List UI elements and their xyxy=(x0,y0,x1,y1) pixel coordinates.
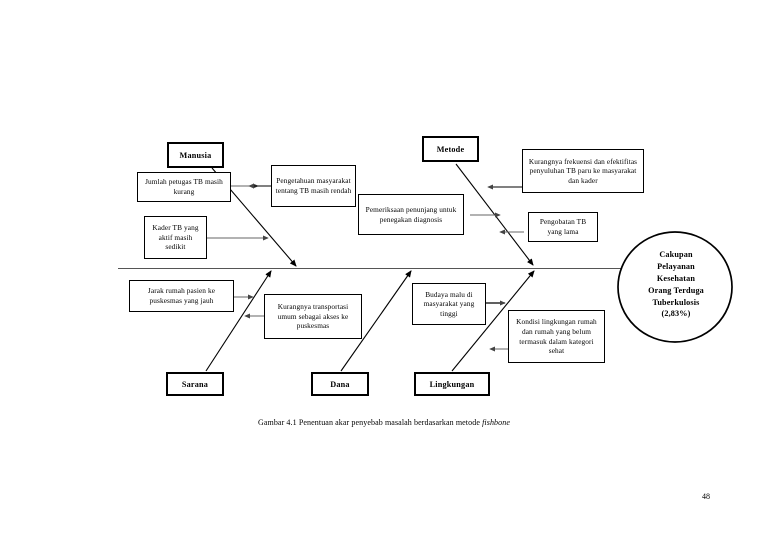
cause-label-budaya-malu: Budaya malu di masyarakat yang tinggi xyxy=(423,289,475,318)
cause-box-kondisi-lingkungan[interactable]: Kondisi lingkungan rumah dan rumah yang … xyxy=(508,310,605,363)
cause-label-pemeriksaan: Pemeriksaan penunjang untuk penegakan di… xyxy=(365,204,457,224)
page-number: 48 xyxy=(702,492,710,501)
cause-label-jumlah-petugas: Jumlah petugas TB masih kurang xyxy=(145,177,223,196)
effect-ellipse xyxy=(617,231,733,343)
cause-label-kurangnya-frekuensi: Kurangnya frekuensi dan efektifitas peny… xyxy=(528,156,638,185)
figure-caption-text: Gambar 4.1 Penentuan akar penyebab masal… xyxy=(257,418,483,427)
cause-box-kurangnya-frekuensi[interactable]: Kurangnya frekuensi dan efektifitas peny… xyxy=(522,149,644,193)
cause-box-kurangnya-transportasi[interactable]: Kurangnya transportasi umum sebagai akse… xyxy=(264,294,362,339)
category-label-metode: Metode xyxy=(436,144,465,154)
category-box-lingkungan[interactable]: Lingkungan xyxy=(414,372,490,396)
effect-line-5: Tuberkulosis xyxy=(652,297,700,307)
cause-label-pengetahuan: Pengetahuan masyarakat tentang TB masih … xyxy=(275,176,352,195)
cause-box-jumlah-petugas[interactable]: Jumlah petugas TB masih kurang xyxy=(137,172,231,202)
effect-line-1: Cakupan xyxy=(659,250,693,259)
category-box-dana[interactable]: Dana xyxy=(311,372,369,396)
bone-sarana xyxy=(205,270,272,372)
cause-label-jarak-rumah: Jarak rumah pasien ke puskesmas yang jau… xyxy=(147,286,216,305)
category-label-sarana: Sarana xyxy=(181,379,209,389)
cause-label-pengobatan-lama: Pengobatan TB yang lama xyxy=(539,217,587,236)
category-box-metode[interactable]: Metode xyxy=(422,136,479,162)
category-label-dana: Dana xyxy=(330,379,350,389)
category-box-sarana[interactable]: Sarana xyxy=(166,372,224,396)
cause-box-pengobatan-lama[interactable]: Pengobatan TB yang lama xyxy=(528,212,598,242)
cause-box-pengetahuan[interactable]: Pengetahuan masyarakat tentang TB masih … xyxy=(271,165,356,207)
figure-caption: Gambar 4.1 Penentuan akar penyebab masal… xyxy=(0,418,768,427)
cause-box-pemeriksaan[interactable]: Pemeriksaan penunjang untuk penegakan di… xyxy=(358,194,464,235)
cause-box-jarak-rumah[interactable]: Jarak rumah pasien ke puskesmas yang jau… xyxy=(129,280,234,312)
effect-line-2: Pelayanan xyxy=(657,261,695,271)
category-label-lingkungan: Lingkungan xyxy=(429,379,475,389)
bone-lingkungan xyxy=(451,270,535,372)
effect-label: Cakupan Pelayanan Kesehatan Orang Terdug… xyxy=(630,249,722,320)
effect-line-6: (2,83%) xyxy=(661,309,691,319)
bone-dana xyxy=(340,270,412,372)
cause-box-budaya-malu[interactable]: Budaya malu di masyarakat yang tinggi xyxy=(412,283,486,325)
cause-label-kurangnya-transportasi: Kurangnya transportasi umum sebagai akse… xyxy=(277,302,349,331)
category-box-manusia[interactable]: Manusia xyxy=(167,142,224,168)
cause-label-kader-tb: Kader TB yang aktif masih sedikit xyxy=(152,223,199,252)
effect-line-3: Kesehatan xyxy=(656,273,696,283)
effect-line-4: Orang Terduga xyxy=(648,285,704,295)
category-label-manusia: Manusia xyxy=(179,150,212,160)
cause-box-kader-tb[interactable]: Kader TB yang aktif masih sedikit xyxy=(144,216,207,259)
cause-label-kondisi-lingkungan: Kondisi lingkungan rumah dan rumah yang … xyxy=(516,317,597,356)
figure-caption-method: fishbone xyxy=(482,418,511,427)
